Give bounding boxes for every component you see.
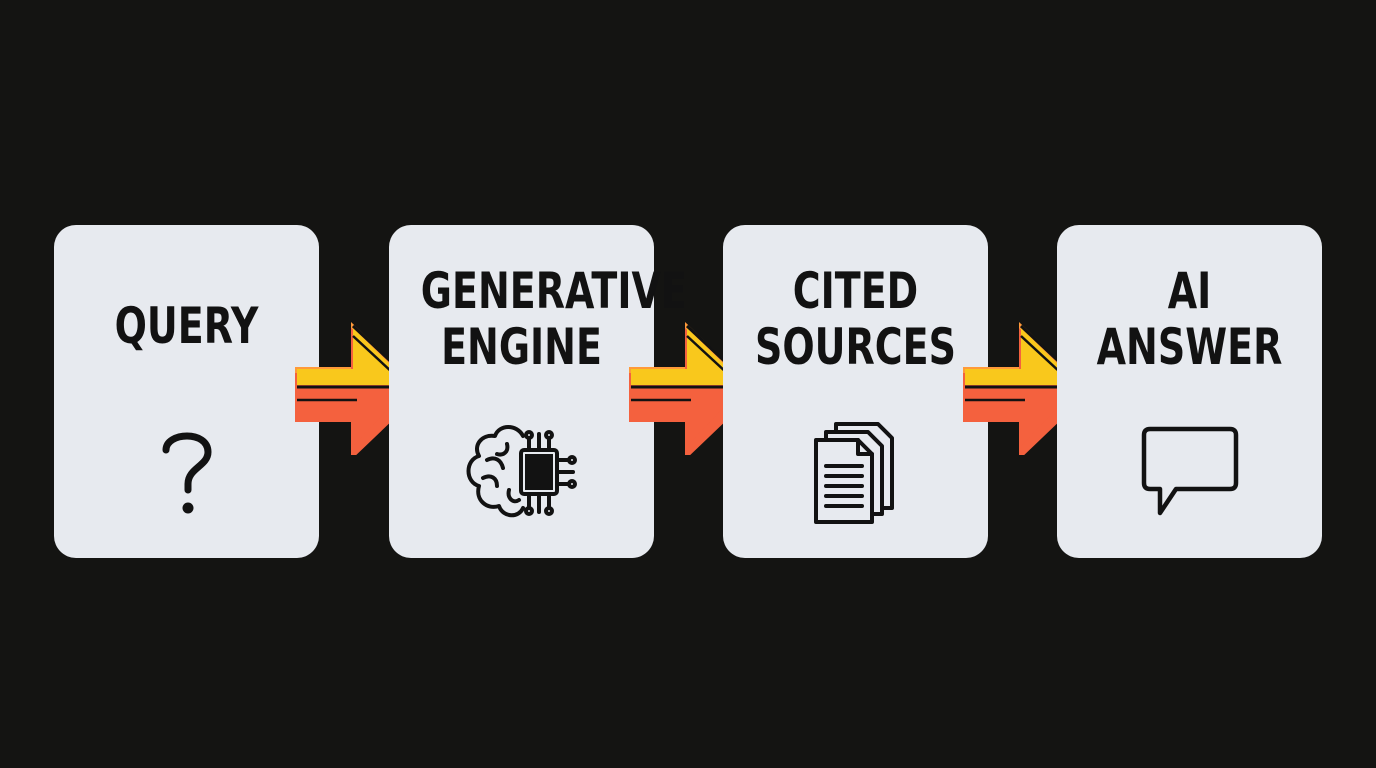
question-mark-icon xyxy=(54,420,319,525)
step-title: CITED SOURCES xyxy=(755,263,956,375)
speech-bubble-icon xyxy=(1057,423,1322,524)
step-title-line: CITED xyxy=(792,262,919,320)
step-card-ai-answer: AI ANSWER xyxy=(1057,225,1322,558)
flow-arrow-icon xyxy=(629,322,755,455)
step-title-line: AI xyxy=(1167,262,1212,320)
step-card-generative-engine: GENERATIVE ENGINE xyxy=(389,225,687,558)
step-title: QUERY xyxy=(86,298,287,354)
step-card-cited-sources: CITED SOURCES xyxy=(723,225,988,558)
step-title-line: GENERATIVE xyxy=(420,262,687,320)
step-title: AI ANSWER xyxy=(1089,263,1290,375)
step-title: GENERATIVE ENGINE xyxy=(420,262,687,376)
step-title-line: SOURCES xyxy=(754,318,956,376)
brain-chip-icon xyxy=(389,420,654,525)
step-card-query: QUERY xyxy=(54,225,319,558)
step-title-line: ENGINE xyxy=(441,318,602,376)
flow-arrow-icon xyxy=(963,322,1089,455)
flow-arrow-icon xyxy=(295,322,421,455)
documents-icon xyxy=(723,420,988,530)
step-title-line: QUERY xyxy=(114,297,259,355)
step-title-line: ANSWER xyxy=(1096,318,1283,376)
